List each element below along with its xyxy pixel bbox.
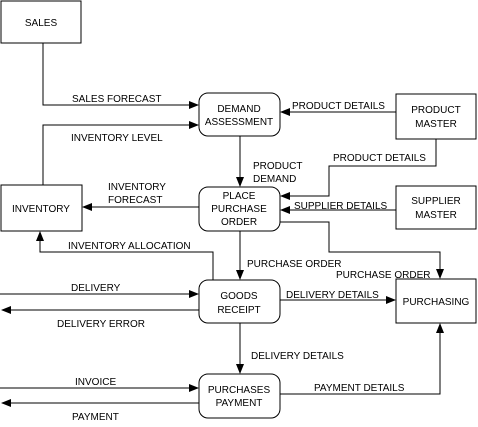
entity-purchasing-label: PURCHASING bbox=[403, 297, 470, 308]
entity-sales-label: SALES bbox=[25, 18, 58, 29]
entity-sales: SALES bbox=[0, 0, 82, 44]
process-goods-receipt: GOODS RECEIPT bbox=[198, 279, 281, 324]
flow-delivery-details-1-label: DELIVERY DETAILS bbox=[286, 290, 379, 301]
flow-purchase-order-1-label: PURCHASE ORDER bbox=[247, 259, 341, 270]
flow-purchase-order-2-label: PURCHASE ORDER bbox=[336, 270, 430, 281]
process-purchases-payment-label-1: PURCHASES bbox=[208, 385, 271, 396]
flow-product-details-2: PRODUCT DETAILS bbox=[280, 139, 437, 200]
flow-product-details-1: PRODUCT DETAILS bbox=[280, 101, 396, 116]
process-demand-assessment-label-1: DEMAND bbox=[217, 104, 260, 115]
process-demand-assessment-label-2: ASSESSMENT bbox=[205, 117, 273, 128]
flow-payment-label: PAYMENT bbox=[72, 412, 119, 423]
process-demand-assessment: DEMAND ASSESSMENT bbox=[198, 92, 281, 137]
flow-product-demand-label-1: PRODUCT bbox=[253, 161, 302, 172]
flow-delivery-error-label: DELIVERY ERROR bbox=[57, 319, 145, 330]
flow-delivery-error: DELIVERY ERROR bbox=[1, 306, 199, 330]
flow-invoice-label: INVOICE bbox=[75, 377, 116, 388]
flow-payment: PAYMENT bbox=[1, 399, 199, 423]
flow-inventory-allocation: INVENTORY ALLOCATION bbox=[36, 231, 214, 280]
flow-supplier-details-label: SUPPLIER DETAILS bbox=[294, 201, 388, 212]
flow-supplier-details: SUPPLIER DETAILS bbox=[280, 201, 396, 214]
flow-sales-forecast-label: SALES FORECAST bbox=[72, 94, 161, 105]
flow-delivery-details-2: DELIVERY DETAILS bbox=[236, 323, 344, 374]
flow-payment-details: PAYMENT DETAILS bbox=[280, 323, 444, 395]
flow-payment-details-label: PAYMENT DETAILS bbox=[314, 383, 405, 394]
flow-delivery: DELIVERY bbox=[0, 283, 199, 298]
flow-inventory-forecast-label-1: INVENTORY bbox=[108, 182, 166, 193]
process-purchases-payment: PURCHASES PAYMENT bbox=[198, 373, 281, 419]
process-place-purchase-order: PLACE PURCHASE ORDER bbox=[198, 186, 281, 232]
flow-inventory-level-label: INVENTORY LEVEL bbox=[71, 133, 163, 144]
entity-supplier-master-label-1: SUPPLIER bbox=[411, 196, 460, 207]
process-goods-receipt-label-2: RECEIPT bbox=[217, 305, 260, 316]
flow-product-demand: PRODUCT DEMAND bbox=[236, 136, 302, 187]
flow-inventory-allocation-label: INVENTORY ALLOCATION bbox=[68, 241, 191, 252]
flow-inventory-level: INVENTORY LEVEL bbox=[42, 121, 199, 185]
flow-purchase-order-2: PURCHASE ORDER bbox=[280, 221, 444, 281]
entity-purchasing: PURCHASING bbox=[395, 278, 477, 324]
flow-inventory-forecast: INVENTORY FORECAST bbox=[82, 182, 199, 211]
entity-inventory-label: INVENTORY bbox=[12, 204, 70, 215]
process-place-purchase-order-label-2: PURCHASE bbox=[211, 204, 267, 215]
flow-product-details-2-label: PRODUCT DETAILS bbox=[333, 153, 426, 164]
flow-sales-forecast: SALES FORECAST bbox=[42, 43, 199, 109]
process-goods-receipt-label-1: GOODS bbox=[220, 291, 258, 302]
process-place-purchase-order-label-1: PLACE bbox=[223, 191, 256, 202]
entity-supplier-master: SUPPLIER MASTER bbox=[395, 185, 477, 230]
entity-product-master-label-2: MASTER bbox=[415, 119, 457, 130]
flow-inventory-forecast-label-2: FORECAST bbox=[108, 195, 162, 206]
flow-delivery-details-2-label: DELIVERY DETAILS bbox=[251, 351, 344, 362]
flow-delivery-details-1: DELIVERY DETAILS bbox=[280, 290, 396, 304]
flow-product-details-1-label: PRODUCT DETAILS bbox=[292, 101, 385, 112]
entity-product-master-label-1: PRODUCT bbox=[411, 105, 460, 116]
flow-product-demand-label-2: DEMAND bbox=[253, 174, 296, 185]
process-place-purchase-order-label-3: ORDER bbox=[221, 217, 257, 228]
entity-product-master: PRODUCT MASTER bbox=[395, 93, 477, 140]
flow-purchase-order-1: PURCHASE ORDER bbox=[236, 231, 341, 280]
flow-invoice: INVOICE bbox=[0, 377, 199, 392]
entity-inventory: INVENTORY bbox=[0, 184, 83, 232]
entity-supplier-master-label-2: MASTER bbox=[415, 210, 457, 221]
process-purchases-payment-label-2: PAYMENT bbox=[216, 398, 263, 409]
flow-delivery-label: DELIVERY bbox=[71, 283, 121, 294]
